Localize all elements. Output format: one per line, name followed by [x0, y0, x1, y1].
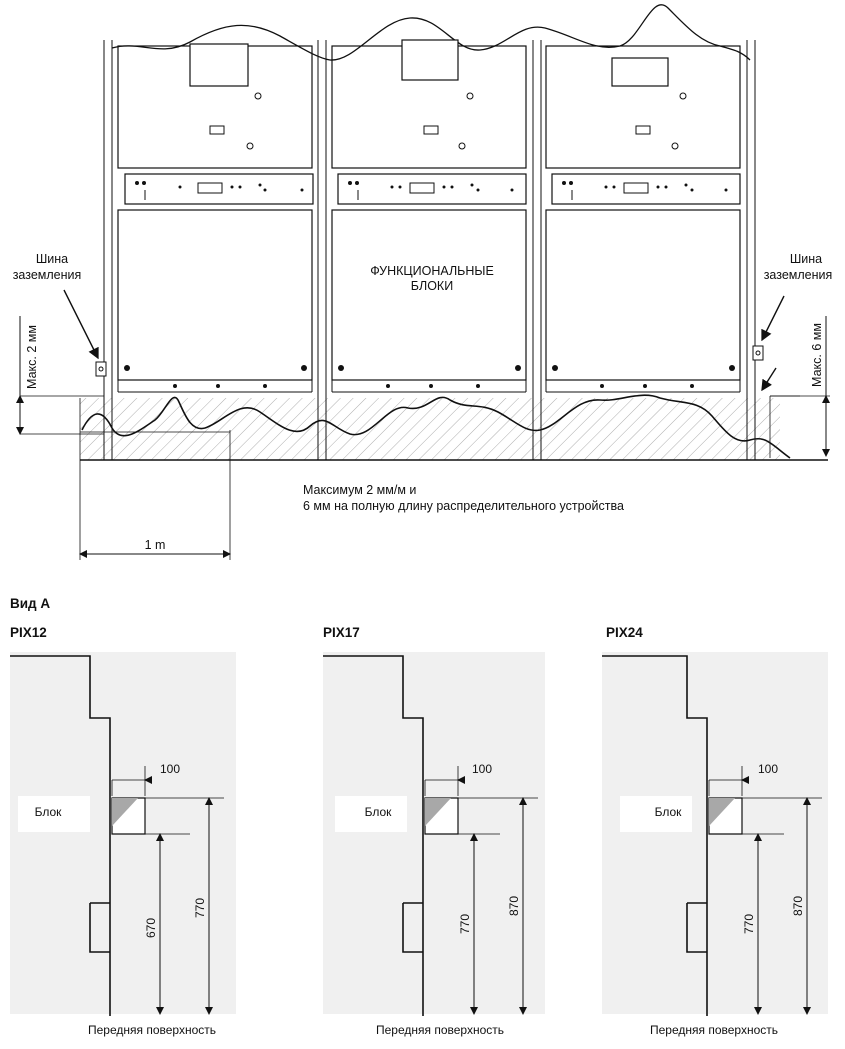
- floor-hatch: [80, 398, 780, 460]
- note-line-2: 6 мм на полную длину распределительного …: [303, 499, 624, 513]
- cabinet-frames: [103, 40, 756, 460]
- ground-bar-right: [752, 345, 764, 361]
- view-pix17: PIX17 Блок 100 770 870 Передняя поверхно…: [323, 625, 545, 1037]
- front-label-pix17: Передняя поверхность: [376, 1023, 504, 1037]
- dim-span: [79, 430, 231, 560]
- block-label-pix24: Блок: [655, 805, 683, 819]
- block-box-pix12: [18, 796, 90, 832]
- functional-blocks-label-2: БЛОКИ: [411, 279, 453, 293]
- functional-blocks-label-1: ФУНКЦИОНАЛЬНЫЕ: [370, 264, 494, 278]
- block-box-pix17: [335, 796, 407, 832]
- dim-top-pix12: 100: [160, 762, 180, 776]
- dim-top-pix24: 100: [758, 762, 778, 776]
- ground-left-label-1: Шина: [36, 252, 68, 266]
- floor-wave: [81, 394, 791, 459]
- ground-right-arrow: [761, 295, 785, 342]
- max-left-label: Макс. 2 мм: [25, 325, 39, 389]
- dim-outer-pix17: 870: [507, 896, 521, 916]
- dim-top-pix17: 100: [472, 762, 492, 776]
- break-line: [111, 4, 751, 61]
- switchgear-elevation: Шина заземления Шина заземления Макс. 2 …: [13, 4, 833, 560]
- ground-right-label-2: заземления: [764, 268, 833, 282]
- cabinet-1: [117, 43, 314, 393]
- dim-outer-pix24: 870: [791, 896, 805, 916]
- ground-right-label-1: Шина: [790, 252, 822, 266]
- ground-left-arrow: [63, 289, 99, 360]
- cabinet-2: [331, 39, 527, 393]
- dim-max-left: [16, 316, 104, 435]
- front-label-pix24: Передняя поверхность: [650, 1023, 778, 1037]
- max-right-label: Макс. 6 мм: [810, 323, 824, 387]
- span-label: 1 m: [145, 538, 166, 552]
- block-label-pix17: Блок: [365, 805, 393, 819]
- dim-inner-pix24: 770: [742, 914, 756, 934]
- view-title-pix17: PIX17: [323, 625, 360, 640]
- view-pix12: PIX12 Блок 100 670 770 Передняя поверхно…: [10, 625, 236, 1037]
- ground-bar-left: [95, 361, 107, 377]
- ground-left-label-2: заземления: [13, 268, 82, 282]
- dim-max-right: [770, 316, 830, 457]
- front-label-pix12: Передняя поверхность: [88, 1023, 216, 1037]
- block-label-pix12: Блок: [35, 805, 63, 819]
- dim-outer-pix12: 770: [193, 898, 207, 918]
- block-box-pix24: [620, 796, 692, 832]
- cabinet-3: [545, 45, 741, 393]
- view-title: Вид А: [10, 596, 50, 611]
- view-pix24: PIX24 Блок 100 770 870 Передняя поверхно…: [602, 625, 828, 1037]
- dim-inner-pix17: 770: [458, 914, 472, 934]
- note-line-1: Максимум 2 мм/м и: [303, 483, 416, 497]
- dim-inner-pix12: 670: [144, 918, 158, 938]
- view-title-pix12: PIX12: [10, 625, 47, 640]
- view-title-pix24: PIX24: [606, 625, 643, 640]
